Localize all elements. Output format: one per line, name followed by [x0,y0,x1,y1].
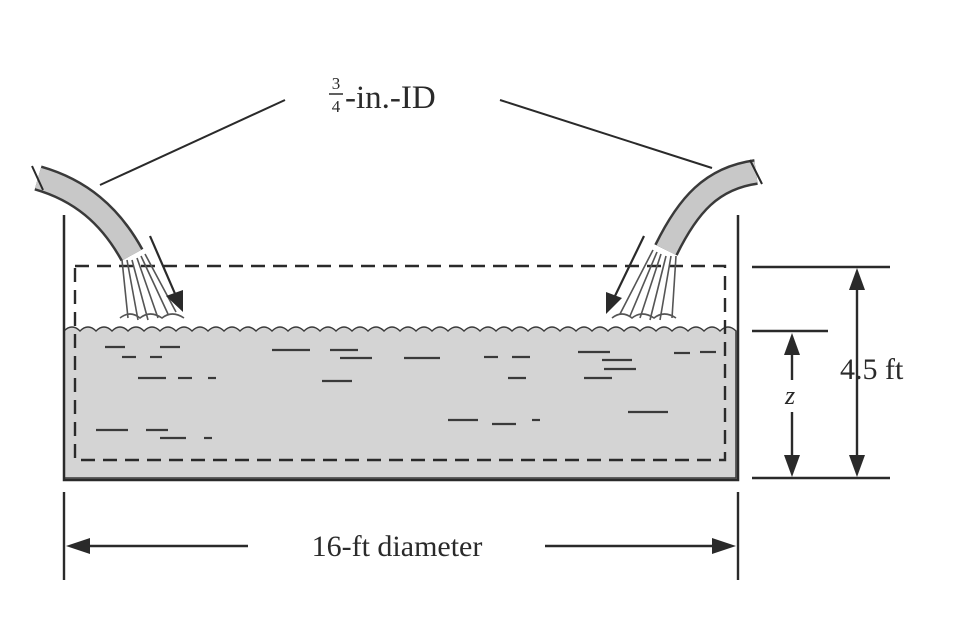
diameter-arrow-right [712,538,736,554]
water-streaks [96,345,716,440]
fraction-numerator: 3 [332,74,341,93]
hose-label-text: -in.-ID [345,80,436,116]
height-label: 4.5 ft [840,353,904,386]
height-arrow-top [849,268,865,290]
left-hose [31,165,144,262]
level-label: z [784,381,795,410]
right-flow-arrow [606,235,645,314]
leader-line-right [499,99,713,169]
hose-size-label: 3 4 -in.-ID [329,74,436,116]
diameter-dimension [62,492,740,580]
diameter-arrow-left [66,538,90,554]
level-arrow-top [784,333,800,355]
height-dimension [752,265,890,480]
water-body [63,326,737,479]
leader-line-left [99,99,286,186]
right-spray [611,249,677,321]
tank-outline [62,215,740,482]
right-hose [654,159,763,256]
fraction-denominator: 4 [332,97,341,116]
left-spray [119,253,185,321]
dashed-boundary [73,264,727,462]
level-arrow-bottom [784,455,800,477]
height-arrow-bottom [849,455,865,477]
diameter-label: 16-ft diameter [312,530,483,563]
left-flow-arrow [148,235,183,312]
